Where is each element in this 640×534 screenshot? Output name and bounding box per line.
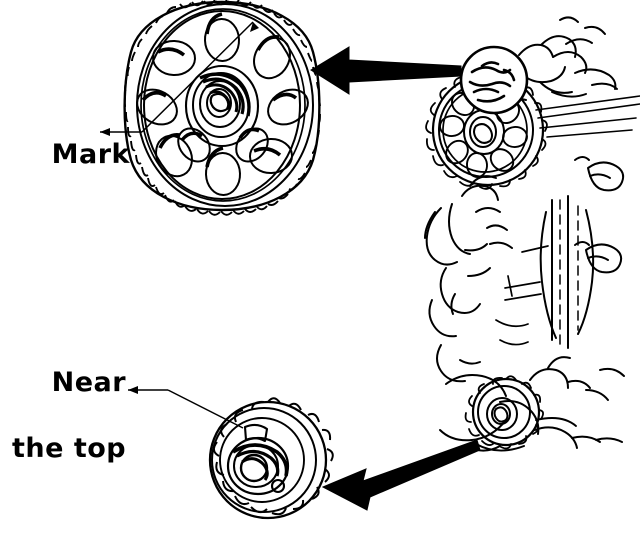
sprocket-face [143,10,301,200]
label-mark-text: Mark [51,139,130,170]
label-mark: Mark [12,110,130,200]
crank-detail-teeth [213,397,334,516]
valve-rails [535,95,640,138]
crank-detail-keyway [243,423,269,443]
near-top-leader-line [128,386,244,429]
engine-crank-sprocket-teeth [464,375,544,450]
engine-cam-sprocket-teeth [425,70,548,190]
crank-detail-hub [226,436,290,496]
sprocket-teeth-outer [123,0,321,216]
label-near-the-top: Near the top [12,333,126,531]
crankshaft-sprocket-detail [128,386,334,520]
rim-depth-inner [140,8,306,202]
block-ribs [495,245,549,346]
engine-block-assembly [424,16,640,452]
crank-detail-face [219,417,305,503]
lightening-holes [136,12,309,196]
block-left-profile [424,175,513,338]
label-near-the-top-line2: the top [12,433,127,464]
sprocket-hub [184,64,260,148]
mark-leader-line [100,21,259,136]
cylinder-head-contours [505,16,618,101]
timing-mark-detail-circle [459,45,529,115]
tooth-scallops [123,0,321,216]
lower-arrow [321,439,481,511]
block-right-rail [539,156,625,349]
label-near-the-top-line1: Near [51,367,127,398]
engine-crankshaft-sprocket [464,375,577,452]
camshaft-sprocket-detail [100,0,321,216]
